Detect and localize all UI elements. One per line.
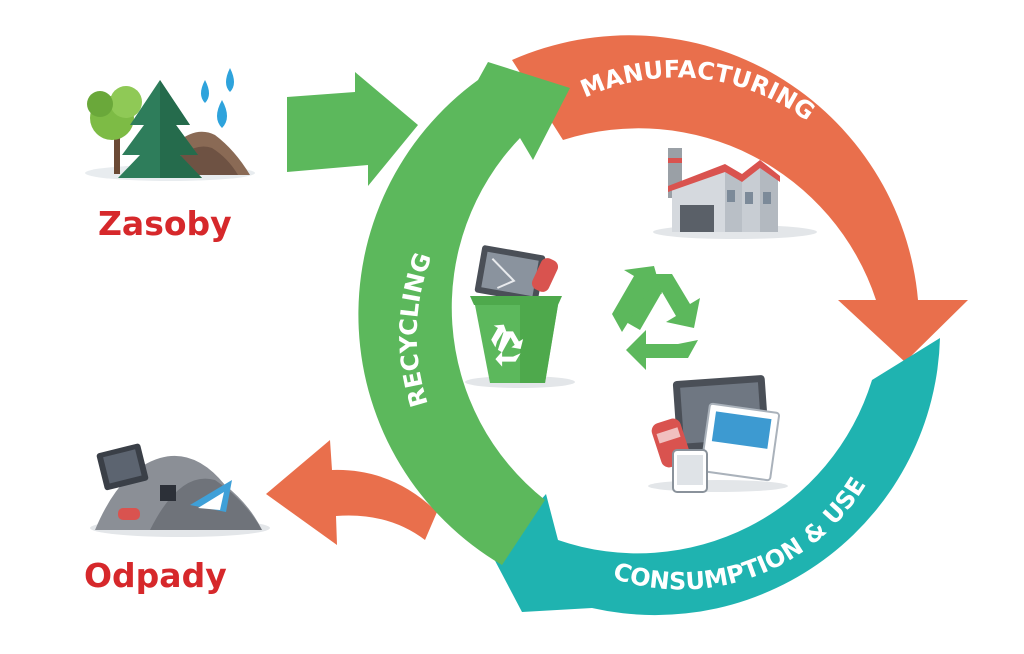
manufacturing-arc (512, 35, 968, 362)
recycle-symbol-icon (612, 266, 700, 370)
input-arrow (287, 72, 418, 186)
consumption-arc (492, 338, 940, 616)
recycling-bin-icon (465, 245, 575, 388)
waste-arrow (266, 440, 437, 545)
resources-label: Zasoby (98, 204, 232, 243)
recycling-arc (358, 62, 570, 565)
waste-label: Odpady (84, 556, 227, 595)
waste-pile-icon (90, 443, 270, 537)
factory-icon (653, 148, 817, 239)
nature-resources-icon (85, 68, 255, 181)
electronic-devices-icon (648, 375, 788, 493)
